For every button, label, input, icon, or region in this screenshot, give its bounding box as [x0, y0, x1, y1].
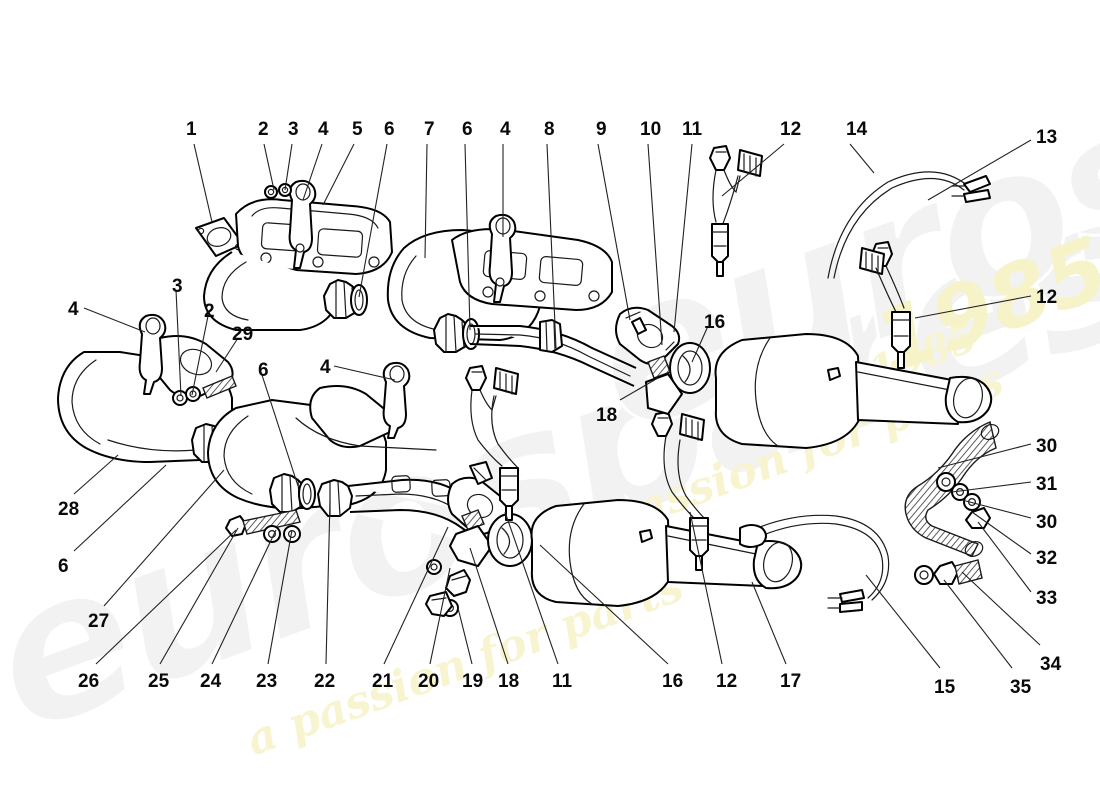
callout-number-14: 14 [846, 119, 868, 140]
callout-number-4: 4 [68, 299, 79, 320]
callout-number-9: 9 [596, 119, 607, 140]
callout-number-27: 27 [88, 611, 110, 632]
callout-number-3: 3 [172, 276, 183, 297]
part-nut-2-top [264, 185, 278, 199]
callout-number-32: 32 [1036, 548, 1058, 569]
part-wiring-harness-14 [827, 171, 991, 279]
callout-number-15: 15 [934, 677, 956, 698]
callout-number-4: 4 [318, 119, 329, 140]
part-washer-3-top [278, 183, 292, 197]
callout-number-2: 2 [204, 301, 215, 322]
callout-number-11: 11 [552, 671, 573, 692]
callout-number-4: 4 [320, 357, 331, 378]
callout-number-18: 18 [498, 671, 520, 692]
callout-number-19: 19 [462, 671, 484, 692]
callout-number-34: 34 [1040, 654, 1062, 675]
part-small-nut-20b [426, 559, 442, 575]
callout-number-18: 18 [596, 405, 618, 426]
callout-number-25: 25 [148, 671, 170, 692]
callout-number-8: 8 [544, 119, 555, 140]
callout-number-12: 12 [716, 671, 738, 692]
callout-number-28: 28 [58, 499, 80, 520]
callout-number-6: 6 [258, 360, 269, 381]
callout-number-10: 10 [640, 119, 662, 140]
part-nut-23 [283, 525, 301, 543]
callout-number-33: 33 [1036, 588, 1058, 609]
part-bolt-19b [425, 591, 453, 617]
part-flange-bracket-9 [615, 306, 681, 365]
callout-number-26: 26 [78, 671, 100, 692]
part-washer-35 [914, 565, 934, 585]
callout-number-4: 4 [500, 119, 511, 140]
callout-number-30: 30 [1036, 436, 1058, 457]
part-bracket-4-mid-left [382, 361, 411, 439]
callout-number-11: 11 [682, 119, 703, 140]
part-catalytic-converter-lower [530, 499, 803, 607]
callout-number-7: 7 [424, 119, 435, 140]
callout-number-3: 3 [288, 119, 299, 140]
callout-number-6: 6 [384, 119, 395, 140]
callout-number-1: 1 [186, 119, 197, 140]
callout-number-35: 35 [1010, 677, 1032, 698]
part-bolt-33 [965, 507, 991, 529]
callout-number-16: 16 [704, 312, 726, 333]
part-seal-ring-16-lower [487, 513, 533, 567]
part-washer-2-left [185, 386, 201, 402]
part-wiring-harness-15 [739, 514, 890, 613]
part-oxygen-sensor-12-a [709, 145, 763, 277]
callout-number-13: 13 [1036, 127, 1058, 148]
callout-number-12: 12 [780, 119, 802, 140]
part-bolt-34 [933, 559, 983, 585]
part-nut-32 [963, 493, 981, 511]
part-nut-3-left [172, 390, 188, 406]
callout-number-17: 17 [780, 671, 802, 692]
part-oxygen-sensor-12-center [465, 365, 519, 521]
callout-number-12: 12 [1036, 287, 1058, 308]
callout-number-29: 29 [232, 324, 254, 345]
callout-number-2: 2 [258, 119, 269, 140]
part-stud-10 [631, 317, 647, 335]
callout-number-6: 6 [58, 556, 69, 577]
callout-number-22: 22 [314, 671, 336, 692]
callout-number-31: 31 [1036, 474, 1058, 495]
part-washer-24 [263, 525, 281, 543]
callout-number-30: 30 [1036, 512, 1058, 533]
callout-number-24: 24 [200, 671, 222, 692]
callout-number-21: 21 [372, 671, 394, 692]
part-bracket-4-left [138, 313, 167, 395]
part-catalytic-converter-right [714, 333, 993, 449]
callout-number-16: 16 [662, 671, 684, 692]
callout-number-20: 20 [418, 671, 440, 692]
callout-number-5: 5 [352, 119, 363, 140]
callout-number-6: 6 [462, 119, 473, 140]
callout-number-23: 23 [256, 671, 278, 692]
part-bolt-19 [445, 569, 471, 597]
part-oxygen-sensor-12-right [859, 241, 911, 369]
part-manifold-left-front [203, 198, 393, 331]
